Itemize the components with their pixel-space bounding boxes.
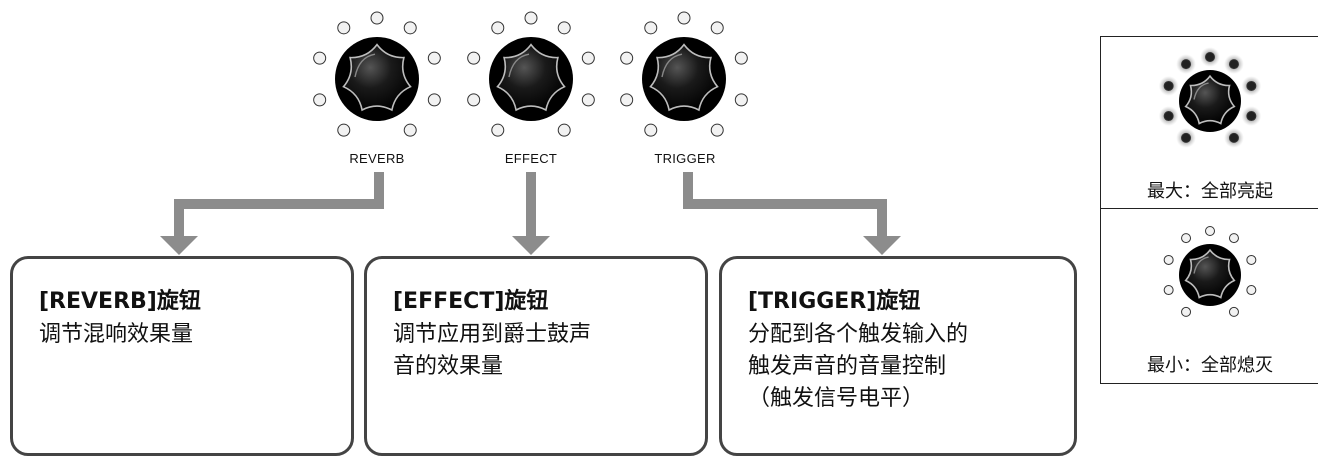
trigger-knob-led [620,51,634,65]
effect-box-description: 调节应用到爵士鼓声 音的效果量 [393,322,592,379]
effect-knob-led [491,21,505,35]
legend-min-knob[interactable] [1163,226,1257,317]
reverb-knob-led [403,123,417,137]
trigger-knob-led [734,51,748,65]
reverb-knob-led [337,21,351,35]
trigger-box-title: [TRIGGER]旋钮 [748,289,921,314]
reverb-knob-led [313,51,327,65]
trigger-knob-led [644,123,658,137]
legend-min-knob-led [1181,306,1192,317]
legend-max-knob-led [1163,111,1174,122]
led-legend-panel: 最大：全部亮起 最小：全部熄灭 [1100,36,1318,384]
trigger-knob-led [644,21,658,35]
arrow-reverb [174,172,384,240]
reverb-knob-led [313,93,327,107]
legend-min-knob-cap [1184,248,1236,299]
legend-min-knob-led [1228,306,1239,317]
legend-max-knob-led [1228,59,1239,70]
legend-max-knob-led [1181,59,1192,70]
trigger-knob-led [710,21,724,35]
legend-max-knob[interactable] [1158,47,1262,148]
reverb-knob-led [427,93,441,107]
reverb-knob-led [403,21,417,35]
trigger-knob-led [734,93,748,107]
arrow-effect-head [512,236,550,255]
effect-knob[interactable] [467,11,595,137]
reverb-knob-led [427,51,441,65]
arrow-trigger [683,172,887,240]
knob-label-effect: EFFECT [504,151,558,166]
trigger-knob[interactable] [620,11,748,137]
legend-min-knob-led [1163,285,1174,296]
reverb-knob-highlight [354,53,376,78]
reverb-knob[interactable] [313,11,441,137]
trigger-description-box: [TRIGGER]旋钮 分配到各个触发输入的 触发声音的音量控制 （触发信号电平… [719,256,1077,456]
effect-box-title: [EFFECT]旋钮 [393,289,549,314]
trigger-box-description: 分配到各个触发输入的 触发声音的音量控制 （触发信号电平） [748,322,969,411]
trigger-knob-highlight [661,53,683,78]
effect-knob-cap [496,43,566,112]
legend-min-knob-led [1246,254,1257,265]
legend-max-knob-led [1163,80,1174,91]
effect-knob-led [581,51,595,65]
legend-max-caption: 最大：全部亮起 [1147,181,1273,202]
legend-max-knob-led [1205,52,1215,62]
effect-knob-highlight [508,53,530,78]
legend-min-knob-led [1163,254,1174,265]
legend-divider [1101,208,1318,209]
knob-label-reverb: REVERB [349,151,405,166]
reverb-box-description: 调节混响效果量 [39,322,194,347]
legend-min-caption: 最小：全部熄灭 [1147,355,1273,376]
trigger-knob-led [677,11,691,25]
legend-max-knob-led [1228,132,1239,143]
effect-knob-led [557,123,571,137]
legend-min-knob-highlight [1193,256,1209,274]
reverb-box-title: [REVERB]旋钮 [39,289,201,314]
arrow-reverb-head [160,236,198,255]
knob-label-trigger: TRIGGER [654,151,716,166]
effect-knob-led [524,11,538,25]
effect-knob-led [467,93,481,107]
legend-min-knob-led [1205,226,1215,236]
legend-min-knob-led [1228,233,1239,244]
legend-max-knob-led [1246,111,1257,122]
legend-min-knob-led [1246,285,1257,296]
trigger-knob-led [710,123,724,137]
legend-max-knob-highlight [1193,82,1209,100]
legend-min-knob-led [1181,233,1192,244]
legend-max-knob-led [1246,80,1257,91]
diagram-canvas [160,11,1262,317]
effect-knob-led [491,123,505,137]
reverb-knob-led [370,11,384,25]
effect-knob-led [467,51,481,65]
effect-knob-led [557,21,571,35]
trigger-knob-led [620,93,634,107]
reverb-knob-cap [342,43,412,112]
effect-description-box: [EFFECT]旋钮 调节应用到爵士鼓声 音的效果量 [364,256,708,456]
effect-knob-led [581,93,595,107]
legend-max-knob-cap [1184,74,1236,125]
reverb-description-box: [REVERB]旋钮 调节混响效果量 [10,256,354,456]
reverb-knob-led [337,123,351,137]
trigger-knob-cap [649,43,719,112]
arrow-trigger-head [863,236,901,255]
legend-max-knob-led [1181,132,1192,143]
